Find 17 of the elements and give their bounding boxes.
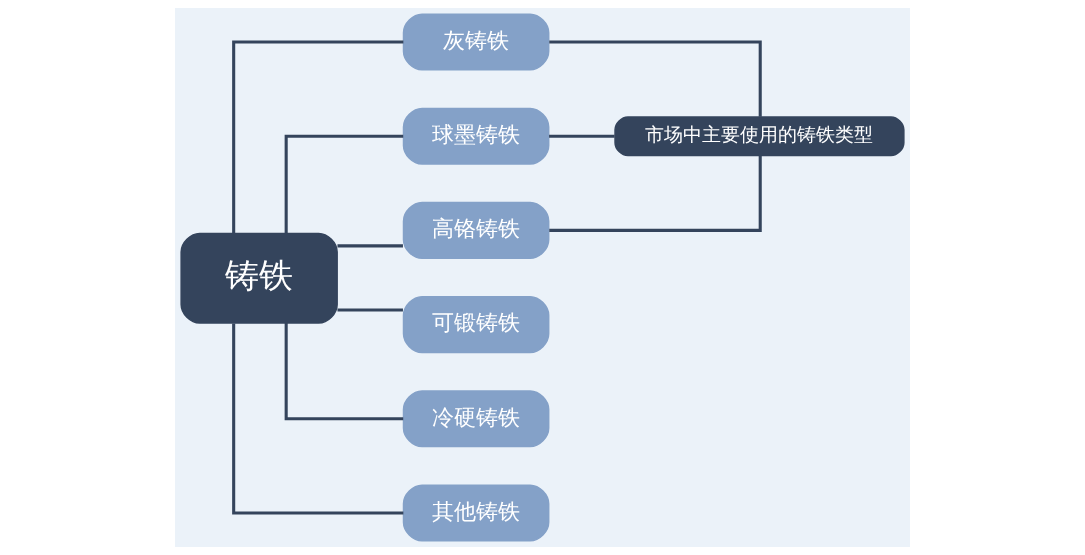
node-box: 高铬铸铁 bbox=[402, 201, 550, 259]
connector bbox=[337, 244, 403, 248]
connector bbox=[549, 134, 615, 138]
node-box: 铸铁 bbox=[180, 232, 338, 324]
node-box: 其他铸铁 bbox=[402, 484, 550, 542]
node-box: 可锻铸铁 bbox=[402, 296, 550, 354]
connector bbox=[549, 40, 762, 117]
node-box: 市场中主要使用的铸铁类型 bbox=[614, 116, 905, 157]
node-box: 球墨铸铁 bbox=[402, 107, 550, 165]
connector bbox=[284, 134, 404, 234]
connector bbox=[284, 323, 404, 421]
connector bbox=[232, 40, 404, 234]
connector bbox=[549, 155, 762, 232]
connector bbox=[232, 323, 404, 515]
connector bbox=[337, 308, 403, 312]
node-box: 灰铸铁 bbox=[402, 13, 550, 71]
node-box: 冷硬铸铁 bbox=[402, 390, 550, 448]
